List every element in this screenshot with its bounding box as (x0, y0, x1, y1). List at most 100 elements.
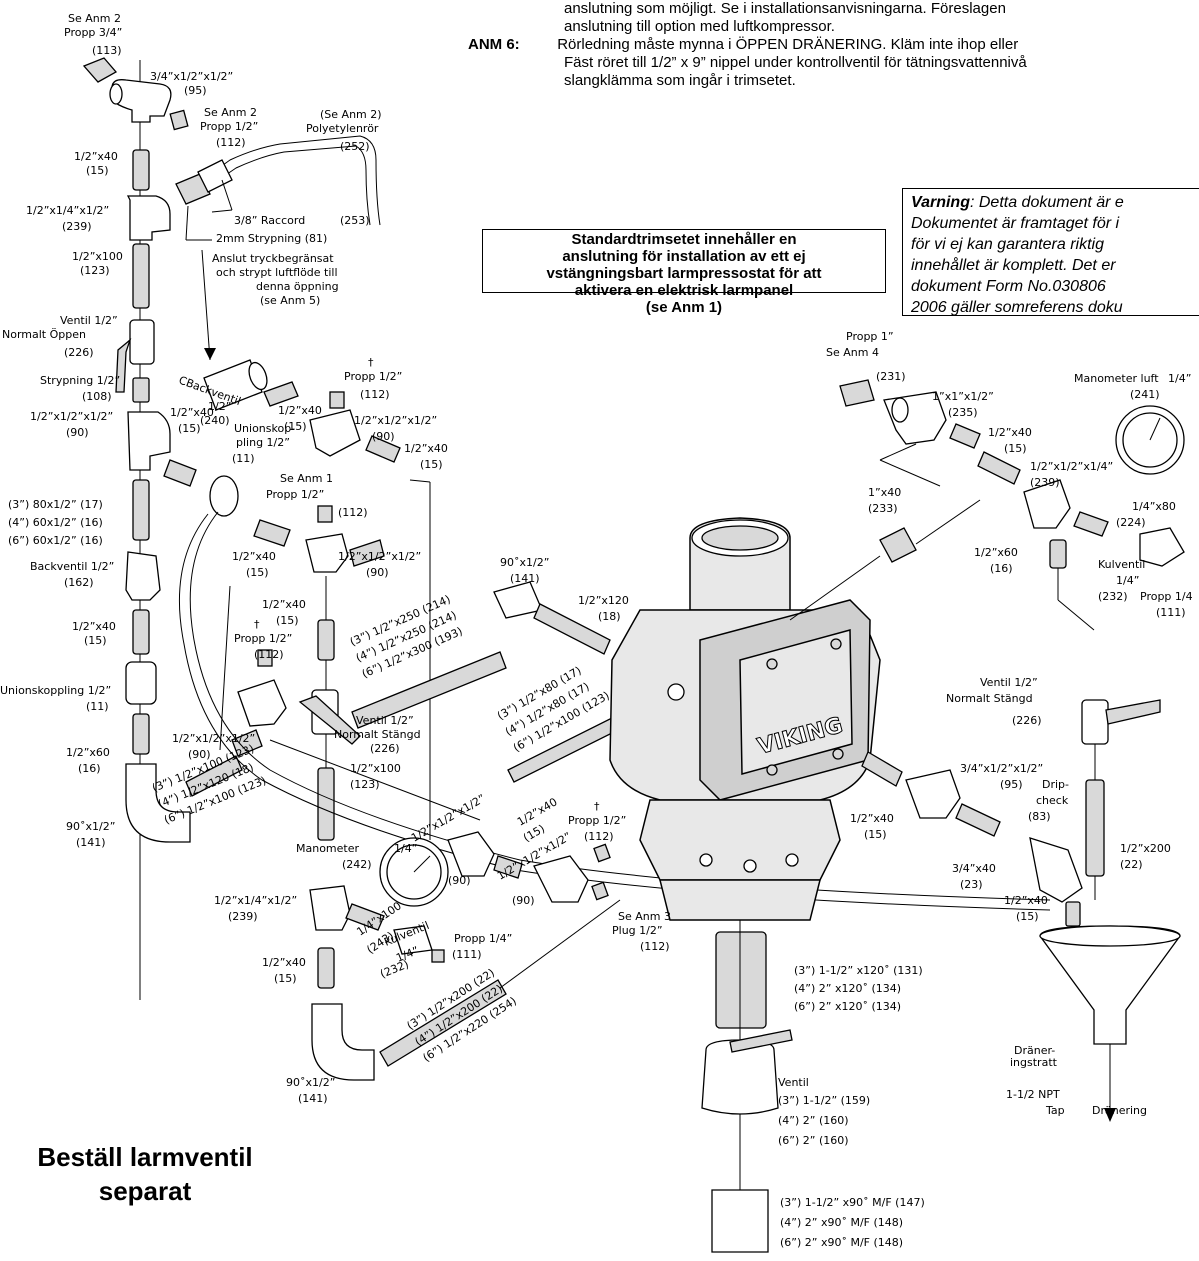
label: (224) (1116, 516, 1146, 529)
label: (90) (66, 426, 89, 439)
valve-handle (115, 338, 132, 393)
label: 1/2”x1/2”x1/2” (30, 410, 113, 423)
elbow-90 (311, 1003, 375, 1081)
label: Normalt Öppen (2, 328, 86, 341)
nipple-1in (879, 527, 917, 563)
label: 1/2” (208, 400, 231, 413)
nipple (1073, 511, 1109, 537)
plug-1-4 (431, 949, 445, 963)
label: (141) (76, 836, 106, 849)
nipple (231, 729, 263, 757)
label: (112) (254, 648, 284, 661)
tee-fitting (111, 79, 172, 123)
label: (111) (452, 948, 482, 961)
label: (16) (78, 762, 101, 775)
nipple (1049, 539, 1067, 569)
drain-nipple (715, 931, 767, 1029)
note-text: Fäst röret till 1/2” x 9” nippel under k… (564, 54, 1027, 71)
label: (113) (92, 44, 122, 57)
label: 1/2”x60 (974, 546, 1018, 559)
nipple-long (379, 979, 507, 1067)
warning-text: dokument Form No.030806 (911, 278, 1106, 295)
valve-handle (729, 1029, 793, 1053)
label: (15) (274, 972, 297, 985)
gauge-branch (309, 837, 621, 1081)
union-coupling (209, 475, 239, 517)
label: 1/2”x40 (262, 956, 306, 969)
label: (23) (960, 878, 983, 891)
label: (11) (86, 700, 109, 713)
label: 2mm Strypning (81) (216, 232, 327, 245)
label: 1/4” (1116, 574, 1139, 587)
label: Propp 1” (846, 330, 894, 343)
warning-text: för vi ej kan garantera riktig (911, 236, 1104, 253)
nipple (132, 149, 150, 191)
label: (112) (584, 830, 614, 843)
label: (4”) 60x1/2” (16) (8, 516, 103, 529)
tee-fitting (237, 679, 287, 727)
label: 1/2”x40 (74, 150, 118, 163)
label: † (368, 356, 374, 369)
note-text: Rörledning måste mynna i ÖPPEN DRÄNERING… (557, 36, 1019, 53)
label: Normalt Stängd (334, 728, 421, 741)
std-box-line: vstängningsbart larmpressostat för att (546, 265, 822, 282)
plug-1-2 (257, 649, 273, 667)
label: 3/4”x1/2”x1/2” (150, 70, 233, 83)
std-box-line: Standardtrimsetet innehåller en (571, 231, 797, 248)
label: Manometer (296, 842, 359, 855)
label: 1/2”x40 (262, 598, 306, 611)
nipple (132, 243, 150, 309)
label: (112) (360, 388, 390, 401)
label: † (594, 800, 600, 813)
label: (239) (228, 910, 258, 923)
label: (123) (350, 778, 380, 791)
label: (se Anm 5) (260, 294, 320, 307)
label: (95) (184, 84, 207, 97)
label: (226) (64, 346, 94, 359)
nipple (317, 767, 335, 841)
nipple (955, 803, 1001, 837)
label: Manometer luft (1074, 372, 1159, 385)
label: Se Anm 1 (280, 472, 333, 485)
label: Drip- (1042, 778, 1069, 791)
label: (108) (82, 390, 112, 403)
label: Plug 1/2” (612, 924, 663, 937)
label: Dräner- (1014, 1044, 1055, 1057)
label: (112) (640, 940, 670, 953)
label: 90˚x1/2” (500, 556, 549, 569)
label: Propp 1/2” (200, 120, 258, 133)
label: Polyetylenrör (306, 122, 379, 135)
label: † (254, 618, 260, 631)
label: Se Anm 4 (826, 346, 879, 359)
part-labels: Se Anm 2 Propp 3/4” (113) 3/4”x1/2”x1/2”… (0, 12, 1193, 1249)
label: 1/2”x120 (578, 594, 629, 607)
label: (16) (990, 562, 1013, 575)
warning-box: Varning: Detta dokument är e Dokumentet … (902, 188, 1199, 316)
label: (241) (1130, 388, 1160, 401)
nipple (132, 713, 150, 755)
ball-valve-nc (1081, 699, 1109, 745)
order-note-line: Beställ larmventil (37, 1142, 253, 1172)
label: Se Anm 2 (204, 106, 257, 119)
nipple-long (351, 651, 507, 729)
nipple (253, 519, 291, 547)
polyethylene-tube (187, 135, 381, 226)
nipple (977, 451, 1021, 485)
nipple (533, 603, 611, 655)
label: (15) (1016, 910, 1039, 923)
label: Ventil 1/2” (356, 714, 414, 727)
label: 1/2”x40 (1004, 894, 1048, 907)
label: 1/2”x100 (350, 762, 401, 775)
elbow-90 (493, 581, 543, 619)
left-pipe-column (82, 57, 191, 1000)
warning-text: innehållet är komplett. Det er (911, 257, 1116, 274)
label: Se Anm 2 (68, 12, 121, 25)
nipple-1-2x200 (1085, 779, 1105, 877)
label: (90) (188, 748, 211, 761)
label: 1/4”x80 (1132, 500, 1176, 513)
label: (90) (372, 430, 395, 443)
label: (232) (1098, 590, 1128, 603)
plug-1-2 (329, 391, 345, 409)
nipple (185, 755, 243, 797)
